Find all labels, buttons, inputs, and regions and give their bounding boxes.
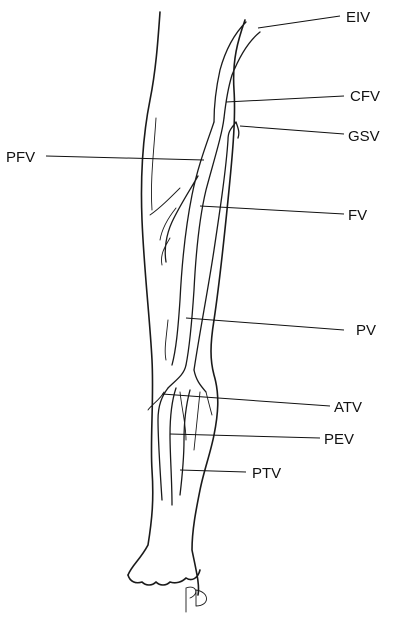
external-iliac-vein-wall (214, 22, 246, 122)
pfv-branch-1 (150, 188, 180, 215)
veins (148, 22, 260, 505)
leader-pfv (46, 156, 204, 160)
artist-signature (186, 587, 207, 612)
calf-vein-3 (194, 392, 200, 450)
common-femoral-vein-wall (172, 122, 214, 365)
label-pv: PV (356, 322, 376, 339)
common-femoral-vein (186, 118, 224, 365)
label-pev: PEV (324, 431, 354, 448)
peroneal-vein (170, 388, 176, 505)
leader-gsv (240, 126, 344, 134)
popliteal-vein-wall (194, 370, 206, 392)
leader-lines (46, 16, 344, 472)
label-fv: FV (348, 207, 367, 224)
label-pfv: PFV (6, 149, 35, 166)
leader-eiv (258, 16, 340, 28)
leader-pev (170, 434, 320, 438)
pfv-branch-2 (160, 208, 176, 240)
anterior-tibial-vein (158, 388, 168, 500)
popliteal-vein (168, 365, 186, 388)
leader-pv (186, 318, 344, 330)
label-gsv: GSV (348, 128, 380, 145)
calf-vein-4 (206, 392, 212, 415)
label-eiv: EIV (346, 9, 370, 26)
label-atv: ATV (334, 399, 362, 416)
leader-fv (200, 206, 344, 214)
leader-ptv (180, 470, 246, 472)
leader-cfv (226, 96, 344, 102)
labels: EIV CFV GSV PFV FV PV ATV PEV PTV (6, 9, 380, 482)
label-cfv: CFV (350, 88, 380, 105)
label-ptv: PTV (252, 465, 281, 482)
great-saphenous-vein-origin (236, 122, 239, 138)
leg-outline (128, 12, 245, 595)
